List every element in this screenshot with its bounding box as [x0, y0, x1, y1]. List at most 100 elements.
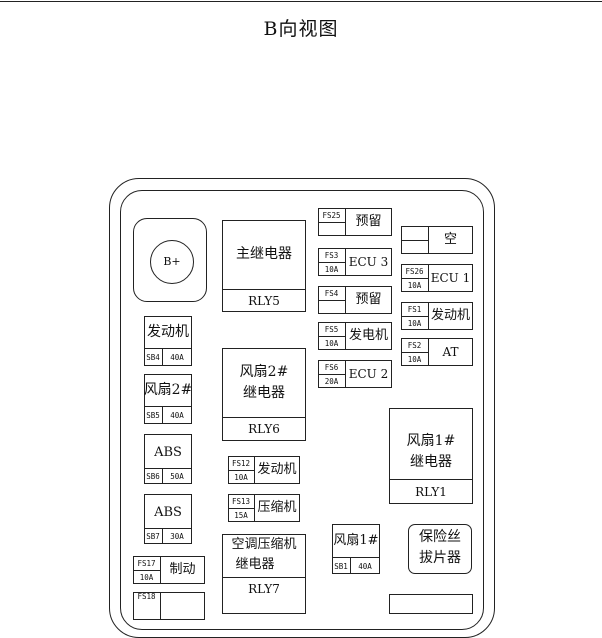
fuse-fs13-rating: 15A: [234, 510, 248, 520]
fuse-fs6-split: [345, 360, 346, 388]
bottom-right-block: [389, 594, 473, 614]
fuse-fs18-id: FS18: [137, 591, 156, 601]
battery-terminal-label: B+: [163, 255, 181, 269]
fuse-fs6-id: FS6: [324, 362, 339, 372]
fuse-fs3-mid: [318, 262, 345, 263]
fuse-fs4-mid: [318, 300, 345, 301]
relay-ac-name-line2: 继电器: [235, 557, 275, 573]
fuse-fs5-label: 发电机: [348, 327, 388, 343]
fuse-sb6-id: SB6: [146, 472, 160, 481]
fuse-sb4: [144, 316, 192, 366]
fuse-sb6-split: [162, 468, 163, 484]
fuse-fs6-label: ECU 2: [348, 366, 389, 381]
fuse-sb1-rating: 40A: [358, 561, 372, 571]
fuse-fs25-mid: [318, 222, 345, 223]
view-title: B向视图: [263, 18, 339, 40]
relay-fan1-name-line2: 继电器: [410, 454, 452, 471]
fuse-sb6-rating: 50A: [170, 472, 184, 481]
fuse-sb1-id: SB1: [334, 561, 348, 571]
fuse-fs6-rating: 20A: [324, 376, 339, 386]
fuse-sb4-label: 发动机: [147, 324, 189, 341]
fuse-fs3-split: [345, 248, 346, 276]
fuse-sb4-split: [162, 348, 163, 366]
fuse-sb4-rating: 40A: [170, 353, 184, 362]
fuse-fs17-label: 制动: [169, 561, 196, 577]
fuse-fs3-id: FS3: [324, 250, 339, 260]
fuse-fs26-split: [428, 264, 429, 292]
fuse-sb5-rating: 40A: [170, 411, 184, 420]
relay-fan1: [389, 408, 473, 504]
fuse-sb1-label: 风扇1#: [333, 533, 379, 549]
fuse-fs1-id: FS1: [407, 304, 422, 314]
fuse-fs12-id: FS12: [231, 458, 251, 468]
fuse-fs12-label: 发动机: [257, 461, 297, 477]
fuse-fs17-id: FS17: [137, 558, 156, 568]
fuse-fs3-rating: 10A: [324, 264, 339, 274]
relay-fan2-code: RLY6: [248, 422, 280, 436]
relay-fan2-name-line1: 风扇2#: [239, 364, 289, 381]
fuse-sb4-divider: [144, 348, 192, 349]
fuse-fs17-rating: 10A: [139, 572, 154, 582]
relay-fan2-divider: [222, 417, 306, 418]
fuse-fs25-id: FS25: [322, 210, 341, 220]
fuse-fs26-rating: 10A: [407, 280, 422, 290]
fuse-sb7-divider: [144, 528, 192, 529]
fuse-fs6-mid: [318, 374, 345, 375]
fuse-fs12-mid: [228, 470, 254, 471]
fuse-fs5-id: FS5: [324, 324, 339, 334]
fuse-fs4-split: [345, 286, 346, 314]
fuse-fs4-id: FS4: [324, 288, 339, 298]
relay-main-name: 主继电器: [236, 246, 292, 263]
fuse-fs2-mid: [401, 352, 428, 353]
fuse-sb5: [144, 374, 192, 424]
fuse-fs17-split: [160, 556, 161, 584]
fuse-sb6-label: ABS: [154, 444, 182, 460]
fuse-fs12-split: [254, 456, 255, 484]
fuse-fs13-mid: [228, 508, 254, 509]
fuse-sb4-id: SB4: [146, 353, 160, 362]
fuse-sb5-id: SB5: [146, 411, 160, 420]
fuse-fs13-split: [254, 494, 255, 522]
fuse-puller-line1: 保险丝: [419, 529, 461, 546]
fuse-sb1: [332, 524, 380, 574]
fuse-fs25-label: 预留: [355, 213, 382, 229]
fuse-fs4-label: 预留: [355, 291, 382, 307]
fuse-fs26-mid: [401, 278, 428, 279]
battery-terminal-circle: [150, 240, 194, 284]
fuse-sb5-split: [162, 406, 163, 424]
fuse-fs2-rating: 10A: [407, 354, 422, 364]
fuse-fs26-id: FS26: [405, 266, 424, 276]
fuse-sb1-split: [350, 557, 351, 574]
fuse-sb5-label: 风扇2#: [143, 382, 193, 399]
relay-ac-divider: [222, 577, 306, 578]
fuse-fs1-mid: [401, 316, 428, 317]
relay-main: [222, 220, 306, 312]
relay-fan1-name-line1: 风扇1#: [406, 433, 456, 450]
relay-ac-name-line1: 空调压缩机: [231, 537, 297, 553]
fuse-sb7-rating: 30A: [170, 532, 184, 541]
fuse-spare-mid: [401, 240, 428, 241]
relay-main-divider: [222, 289, 306, 290]
top-rule: [0, 1, 602, 2]
fuse-sb1-divider: [332, 557, 380, 558]
fuse-fs25-split: [345, 208, 346, 236]
fuse-fs1-label: 发动机: [430, 307, 470, 323]
fuse-fs1-rating: 10A: [407, 318, 422, 328]
fuse-sb5-divider: [144, 406, 192, 407]
fuse-fs17-mid: [133, 570, 160, 571]
fuse-sb7-split: [162, 528, 163, 544]
fuse-fs5-split: [345, 322, 346, 350]
fuse-fs26-label: ECU 1: [430, 270, 471, 285]
fuse-fs18-split: [160, 592, 161, 620]
fuse-sb7-id: SB7: [146, 532, 160, 541]
fuse-fs1-split: [428, 302, 429, 330]
relay-fan2: [222, 348, 306, 441]
fuse-fs13-label: 压缩机: [257, 499, 297, 515]
fuse-sb6: [144, 434, 192, 484]
fuse-puller-line2: 拔片器: [419, 550, 461, 567]
fuse-spare-label: 空: [443, 231, 457, 247]
relay-fan1-divider: [389, 479, 473, 480]
fuse-fs3-label: ECU 3: [348, 254, 389, 269]
fuse-fs2-id: FS2: [407, 340, 422, 350]
relay-fan1-code: RLY1: [415, 484, 447, 499]
